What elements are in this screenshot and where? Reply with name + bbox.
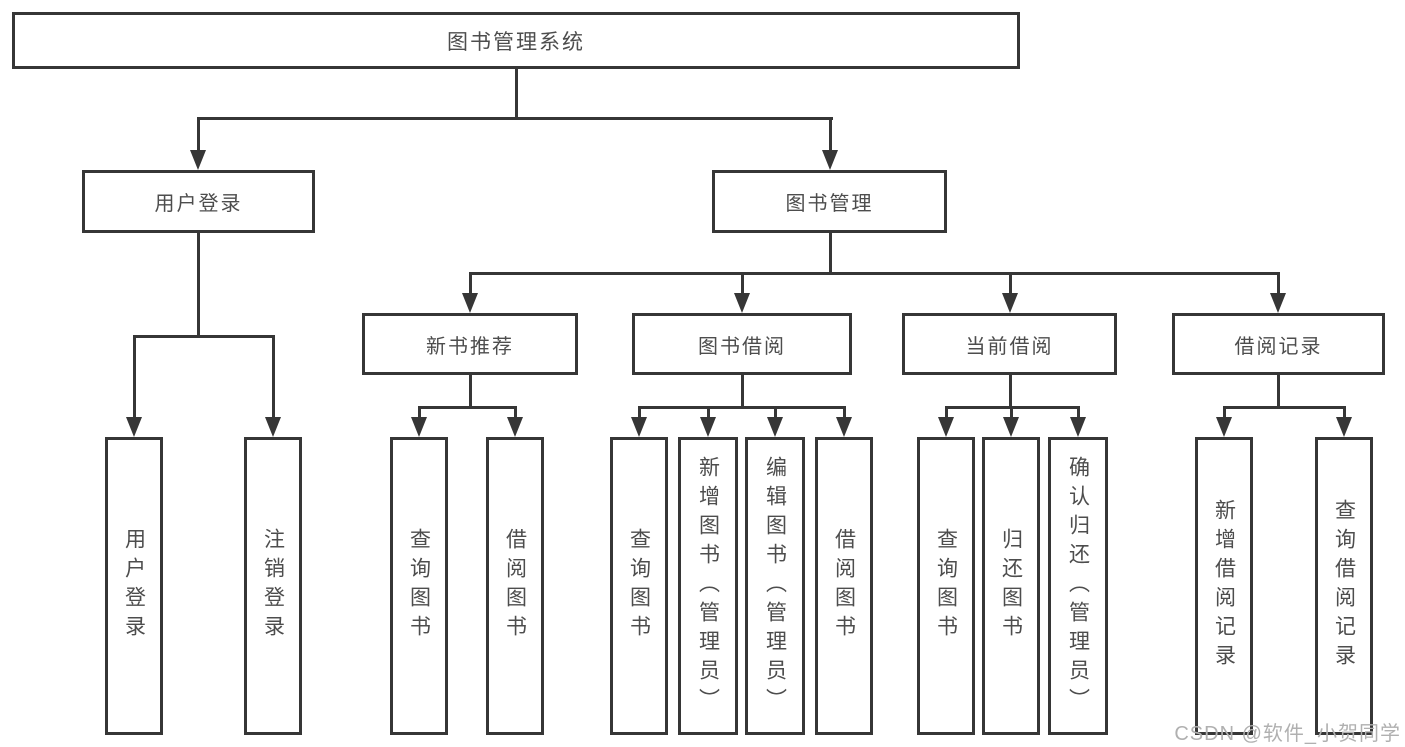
leaf-edit-book-admin: 编辑图书（管理员） — [745, 437, 805, 735]
arrow-down-icon — [265, 417, 281, 437]
connector-line — [514, 406, 517, 419]
arrow-down-icon — [507, 417, 523, 437]
connector-line — [707, 406, 710, 419]
connector-line — [197, 117, 833, 120]
connector-line — [945, 406, 948, 419]
leaf-label: 查询图书 — [934, 528, 958, 644]
arrow-down-icon — [938, 417, 954, 437]
node-label: 当前借阅 — [965, 335, 1054, 358]
connector-line — [741, 272, 744, 295]
connector-line — [515, 68, 518, 120]
leaf-add-borrow-record: 新增借阅记录 — [1195, 437, 1253, 735]
arrow-down-icon — [700, 417, 716, 437]
connector-line — [1077, 406, 1080, 419]
connector-line — [197, 117, 200, 153]
node-book-management: 图书管理 — [712, 170, 947, 233]
node-new-book-recommendation: 新书推荐 — [362, 313, 578, 375]
leaf-label: 新增图书（管理员） — [696, 455, 720, 717]
leaf-user-login: 用户登录 — [105, 437, 163, 735]
node-borrowing-records: 借阅记录 — [1172, 313, 1385, 375]
node-label: 用户登录 — [154, 193, 243, 215]
connector-line — [829, 233, 832, 275]
connector-line — [1277, 375, 1280, 409]
connector-line — [418, 406, 517, 409]
node-library-management-system: 图书管理系统 — [12, 12, 1020, 69]
connector-line — [133, 335, 275, 338]
connector-line — [1009, 272, 1012, 295]
connector-line — [1223, 406, 1226, 419]
leaf-return-book: 归还图书 — [982, 437, 1040, 735]
connector-line — [638, 406, 846, 409]
connector-line — [1010, 406, 1013, 419]
connector-line — [774, 406, 777, 419]
node-label: 图书借阅 — [698, 335, 786, 358]
arrow-down-icon — [836, 417, 852, 437]
arrow-down-icon — [1336, 417, 1352, 437]
node-book-borrowing: 图书借阅 — [632, 313, 852, 375]
leaf-label: 用户登录 — [122, 528, 146, 644]
arrow-down-icon — [1070, 417, 1086, 437]
connector-line — [829, 117, 832, 153]
leaf-label: 确认归还（管理员） — [1066, 455, 1090, 717]
connector-line — [1223, 406, 1346, 409]
connector-line — [1009, 375, 1012, 409]
leaf-borrow-books-recommend: 借阅图书 — [486, 437, 544, 735]
leaf-label: 借阅图书 — [832, 528, 856, 644]
connector-line — [741, 375, 744, 409]
leaf-label: 注销登录 — [261, 528, 285, 644]
node-label: 图书管理 — [785, 193, 874, 215]
leaf-confirm-return-admin: 确认归还（管理员） — [1048, 437, 1108, 735]
connector-line — [133, 335, 136, 419]
connector-line — [197, 233, 200, 338]
connector-line — [469, 272, 472, 295]
leaf-label: 查询图书 — [627, 528, 651, 644]
connector-line — [1343, 406, 1346, 419]
leaf-borrow-books: 借阅图书 — [815, 437, 873, 735]
leaf-logout-login: 注销登录 — [244, 437, 302, 735]
arrow-down-icon — [822, 150, 838, 170]
connector-line — [1277, 272, 1280, 295]
watermark: CSDN @软件_小贺同学 — [1174, 723, 1401, 745]
connector-line — [469, 272, 1280, 275]
arrow-down-icon — [734, 293, 750, 313]
connector-line — [638, 406, 641, 419]
arrow-down-icon — [411, 417, 427, 437]
arrow-down-icon — [462, 293, 478, 313]
arrow-down-icon — [1002, 293, 1018, 313]
arrow-down-icon — [1003, 417, 1019, 437]
leaf-add-book-admin: 新增图书（管理员） — [678, 437, 738, 735]
connector-line — [469, 375, 472, 409]
arrow-down-icon — [767, 417, 783, 437]
connector-line — [843, 406, 846, 419]
arrow-down-icon — [126, 417, 142, 437]
node-label: 新书推荐 — [426, 335, 514, 358]
arrow-down-icon — [1216, 417, 1232, 437]
leaf-label: 新增借阅记录 — [1212, 499, 1236, 673]
leaf-query-borrow-record: 查询借阅记录 — [1315, 437, 1373, 735]
leaf-query-books-recommend: 查询图书 — [390, 437, 448, 735]
node-current-borrowing: 当前借阅 — [902, 313, 1117, 375]
connector-line — [418, 406, 421, 419]
node-label: 借阅记录 — [1234, 335, 1323, 358]
leaf-label: 查询图书 — [407, 528, 431, 644]
arrow-down-icon — [631, 417, 647, 437]
node-label: 图书管理系统 — [447, 30, 585, 54]
arrow-down-icon — [1270, 293, 1286, 313]
leaf-label: 编辑图书（管理员） — [763, 455, 787, 717]
node-user-login: 用户登录 — [82, 170, 315, 233]
leaf-label: 查询借阅记录 — [1332, 499, 1356, 673]
leaf-query-books-borrow: 查询图书 — [610, 437, 668, 735]
connector-line — [272, 335, 275, 419]
leaf-label: 借阅图书 — [503, 528, 527, 644]
leaf-query-books-current: 查询图书 — [917, 437, 975, 735]
arrow-down-icon — [190, 150, 206, 170]
leaf-label: 归还图书 — [999, 528, 1023, 644]
